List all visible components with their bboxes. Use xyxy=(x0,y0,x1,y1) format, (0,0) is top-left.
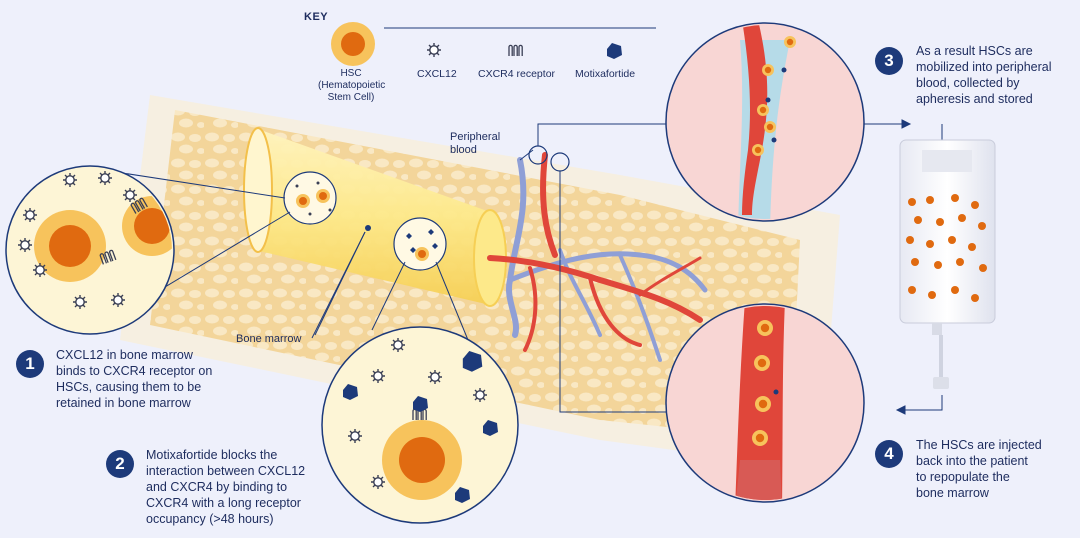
motixafortide-icon xyxy=(607,43,622,59)
marrow-inset-blocking xyxy=(393,217,447,271)
step-2-badge: 2 xyxy=(106,450,134,478)
step-1-badge: 1 xyxy=(16,350,44,378)
step-3-text: As a result HSCs are mobilized into peri… xyxy=(916,44,1052,106)
step-2-text: Motixafortide blocks the interaction bet… xyxy=(146,448,306,526)
key-label-hsc: HSC (Hematopoietic Stem Cell) xyxy=(318,68,386,104)
step-3-badge: 3 xyxy=(875,47,903,75)
key-label-cxcr4: CXCR4 receptor xyxy=(478,68,556,80)
zoom-reinjection xyxy=(665,303,865,503)
hsc-icon xyxy=(331,22,375,66)
key-title: KEY xyxy=(304,11,329,23)
step-4-badge: 4 xyxy=(875,440,903,468)
peripheral-blood-label: Peripheral blood xyxy=(450,131,501,156)
cxcr4-receptor-icon xyxy=(508,44,523,57)
key-label-hsc-text: HSC (Hematopoietic Stem Cell) xyxy=(318,68,386,103)
key-legend xyxy=(331,22,656,66)
bone-marrow-label: Bone marrow xyxy=(236,333,302,345)
key-label-motixafortide: Motixafortide xyxy=(575,68,636,80)
marrow-inset-retention xyxy=(283,171,337,225)
zoom-blocking xyxy=(321,326,519,524)
key-label-cxcl12: CXCL12 xyxy=(417,68,457,80)
blood-vessels xyxy=(487,152,708,362)
apheresis-bag xyxy=(899,139,996,389)
step-1-text: CXCL12 in bone marrow binds to CXCR4 rec… xyxy=(56,348,213,410)
cxcl12-icon xyxy=(426,42,442,58)
zoom-mobilization xyxy=(665,22,865,222)
step-4-text: The HSCs are injected back into the pati… xyxy=(916,438,1042,500)
zoom-retention xyxy=(5,165,175,335)
